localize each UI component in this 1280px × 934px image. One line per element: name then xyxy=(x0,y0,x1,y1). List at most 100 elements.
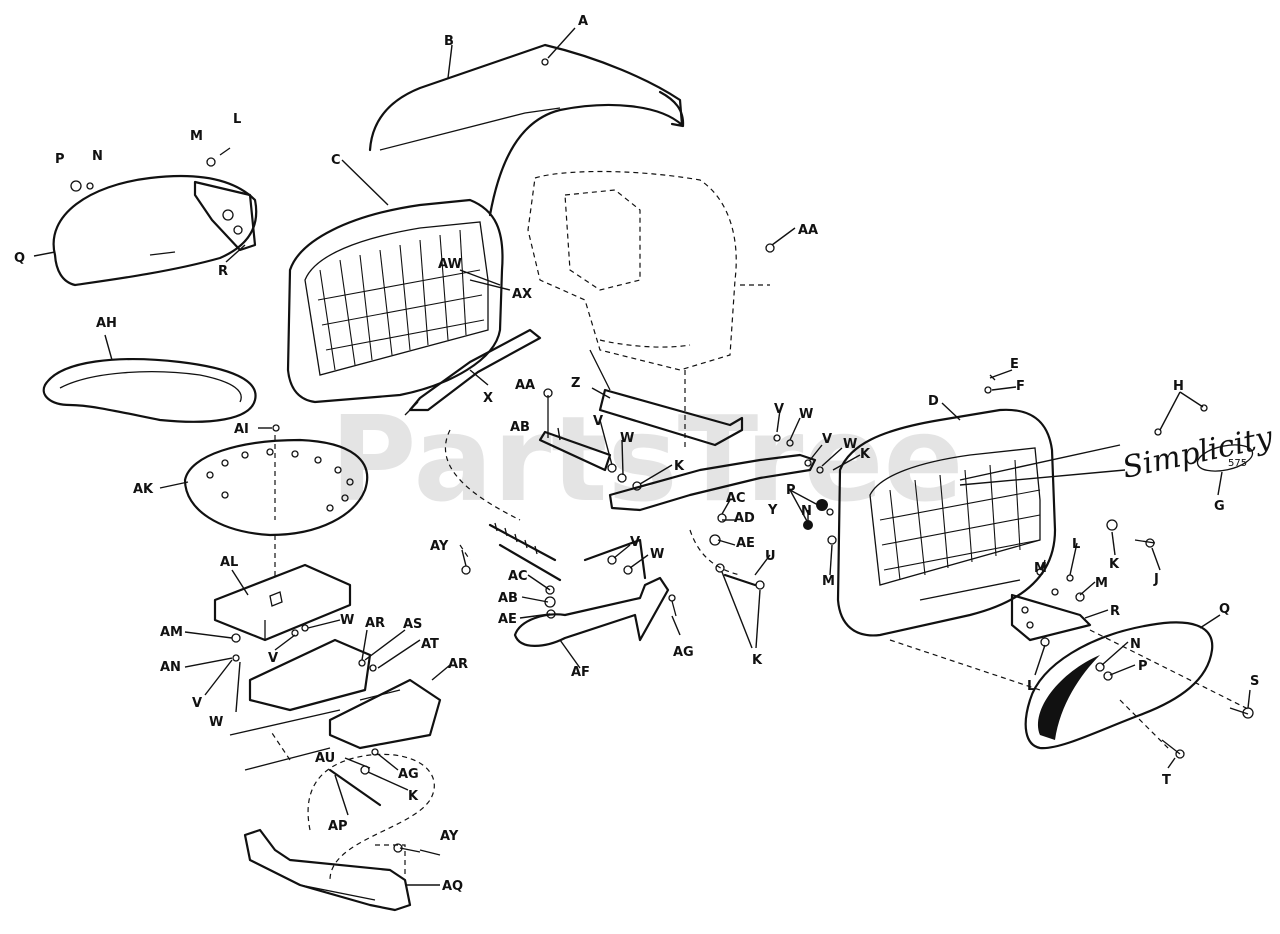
simplicity-emblem: Simplicity 575 xyxy=(959,420,1277,486)
callout-t: T xyxy=(1162,773,1171,788)
callout-labels: A B C M L P N Q R AW AX AA AH X AI AK AL… xyxy=(14,14,1259,894)
springs xyxy=(444,429,562,582)
leader-lines xyxy=(33,27,1251,886)
callout-aq: AQ xyxy=(442,879,463,894)
callout-ab: AB xyxy=(510,420,530,435)
callout-v-2: V xyxy=(268,651,278,666)
callout-y: Y xyxy=(767,503,778,518)
callout-d: D xyxy=(928,394,939,409)
seat-pan xyxy=(42,358,257,423)
right-bracket xyxy=(1010,593,1092,642)
callout-g: G xyxy=(1214,499,1225,514)
hood-top-panel xyxy=(368,43,685,217)
callout-x: X xyxy=(483,391,493,406)
callout-ad: AD xyxy=(734,511,755,526)
engine-bracket-z xyxy=(589,349,744,447)
callout-q: Q xyxy=(14,251,25,266)
callout-aa-2: AA xyxy=(515,378,535,393)
shift-rod xyxy=(404,328,542,416)
callout-l: L xyxy=(233,112,241,127)
callout-ay: AY xyxy=(440,829,459,844)
callout-ac: AC xyxy=(508,569,528,584)
callout-ax: AX xyxy=(512,287,532,302)
callout-ay-2: AY xyxy=(430,539,449,554)
callout-m-4: M xyxy=(1095,576,1108,591)
callout-an: AN xyxy=(160,660,181,675)
callout-p-2: P xyxy=(786,483,796,498)
callout-ae: AE xyxy=(498,612,517,627)
pin-u xyxy=(723,573,757,587)
callout-v-5: V xyxy=(774,402,784,417)
callout-m: M xyxy=(190,129,203,144)
callout-ae-2: AE xyxy=(736,536,755,551)
right-side-cover xyxy=(1024,621,1214,750)
callout-am: AM xyxy=(160,625,183,640)
callout-ak: AK xyxy=(133,482,154,497)
callout-a: A xyxy=(578,14,588,29)
callout-ab-2: AB xyxy=(498,591,518,606)
callout-j: J xyxy=(1153,572,1159,587)
callout-v-3: V xyxy=(593,414,603,429)
callout-w-6: W xyxy=(843,437,857,452)
callout-aa: AA xyxy=(798,223,818,238)
watermark: PartsTree xyxy=(330,390,964,528)
callout-w-3: W xyxy=(620,431,634,446)
callout-n-2: N xyxy=(801,504,812,519)
emblem-script: Simplicity xyxy=(1119,420,1276,486)
callout-ai: AI xyxy=(234,422,249,437)
control-rod xyxy=(608,453,817,512)
callout-s: S xyxy=(1250,674,1259,689)
callout-u: U xyxy=(765,549,776,564)
callout-k: K xyxy=(408,789,419,804)
callout-n-3: N xyxy=(1130,637,1141,652)
left-grille-panel xyxy=(286,198,504,404)
callout-w-5: W xyxy=(799,407,813,422)
callout-p-3: P xyxy=(1138,659,1148,674)
callout-h: H xyxy=(1173,379,1184,394)
callout-c: C xyxy=(331,153,341,168)
callout-l-3: L xyxy=(1027,679,1035,694)
callout-k-5: K xyxy=(1109,557,1120,572)
callout-w-2: W xyxy=(340,613,354,628)
callout-w-4: W xyxy=(650,547,664,562)
callout-ac-2: AC xyxy=(726,491,746,506)
pedal-lever xyxy=(513,538,670,647)
callout-ah: AH xyxy=(96,316,117,331)
emblem-model: 575 xyxy=(1228,458,1247,469)
callout-ap: AP xyxy=(328,819,348,834)
callout-k-4: K xyxy=(752,653,763,668)
callout-ag-2: AG xyxy=(673,645,694,660)
callout-b: B xyxy=(444,34,454,49)
callout-r-2: R xyxy=(1110,604,1120,619)
callout-m-3: M xyxy=(1034,561,1047,576)
callout-q-2: Q xyxy=(1219,602,1230,617)
callout-at: AT xyxy=(421,637,439,652)
bolt-ap xyxy=(328,768,382,807)
callout-af: AF xyxy=(571,665,590,680)
callout-k-3: K xyxy=(860,447,871,462)
seat-spring-plates xyxy=(229,638,442,771)
callout-e: E xyxy=(1010,357,1019,372)
callout-aw: AW xyxy=(438,257,462,272)
seat-bracket xyxy=(213,435,352,642)
callout-k-2: K xyxy=(674,459,685,474)
callout-al: AL xyxy=(220,555,238,570)
callout-v-6: V xyxy=(822,432,832,447)
callout-ag: AG xyxy=(398,767,419,782)
callout-l-2: L xyxy=(1072,537,1080,552)
callout-ar-2: AR xyxy=(448,657,468,672)
callout-v: V xyxy=(192,696,202,711)
callout-n: N xyxy=(92,149,103,164)
callout-m-2: M xyxy=(822,574,835,589)
callout-z: Z xyxy=(571,376,580,391)
callout-r: R xyxy=(218,264,228,279)
callout-p: P xyxy=(55,152,65,167)
hardware-fasteners xyxy=(70,58,1254,853)
callout-as: AS xyxy=(403,617,422,632)
tractor-seat xyxy=(183,438,369,580)
callout-au: AU xyxy=(315,751,335,766)
callout-f: F xyxy=(1016,379,1025,394)
callout-ar: AR xyxy=(365,616,385,631)
seat-hinge xyxy=(243,753,435,912)
right-grille-panel xyxy=(836,408,1057,637)
